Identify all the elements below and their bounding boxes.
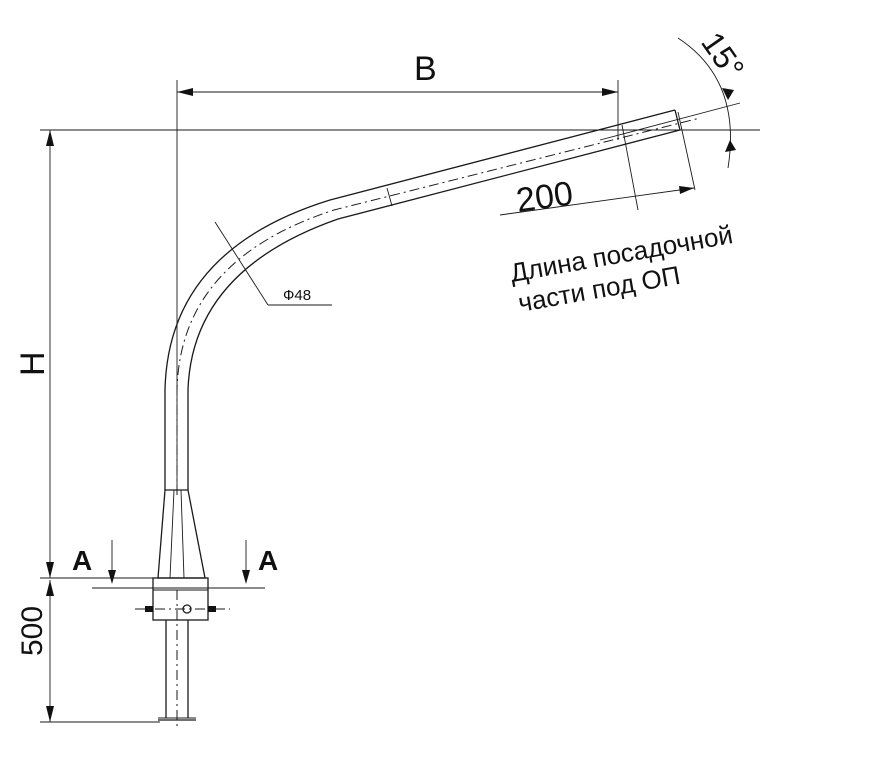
dimension-h <box>40 130 160 579</box>
angle-dimension <box>599 37 741 169</box>
dimension-b-label: B <box>414 50 437 88</box>
section-label-left: А <box>72 545 92 576</box>
dimension-500-label: 500 <box>16 606 49 656</box>
bracket-tube <box>164 109 701 495</box>
dimension-b <box>176 80 619 495</box>
section-label-right: А <box>258 545 278 576</box>
fit-length-label: 200 <box>514 174 575 220</box>
angle-label: 15° <box>694 25 751 85</box>
section-cut-line <box>92 540 265 589</box>
dimension-500 <box>40 580 160 723</box>
fit-length-dimension <box>499 111 696 216</box>
diameter-label: Ф48 <box>283 287 311 304</box>
dimension-h-label: H <box>14 351 52 376</box>
diameter-leader <box>214 221 332 306</box>
base-assembly <box>135 489 230 730</box>
